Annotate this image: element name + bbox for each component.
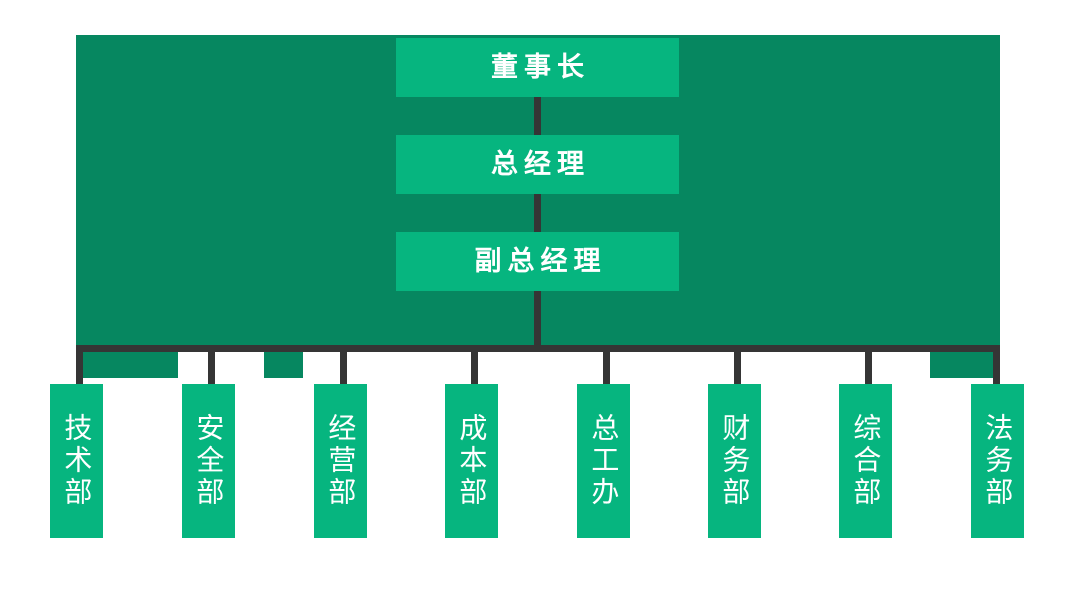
node-deputy-general-manager-label: 副总经理: [474, 246, 607, 277]
backdrop-tab-1: [80, 351, 178, 378]
node-department-4[interactable]: 成本部: [445, 384, 498, 538]
connector-department-3: [340, 345, 347, 384]
node-department-6-label: 财务部: [718, 413, 752, 509]
backdrop-tab-3: [930, 351, 1000, 378]
node-department-7[interactable]: 综合部: [839, 384, 892, 538]
node-department-3[interactable]: 经营部: [314, 384, 367, 538]
node-department-8-label: 法务部: [981, 413, 1015, 509]
connector-horizontal-bar: [76, 345, 1000, 352]
node-department-7-label: 综合部: [849, 413, 883, 509]
node-department-4-label: 成本部: [455, 413, 489, 509]
connector-chairman-to-gm: [534, 97, 541, 135]
node-department-1-label: 技术部: [60, 413, 94, 509]
node-department-6[interactable]: 财务部: [708, 384, 761, 538]
connector-department-7: [865, 345, 872, 384]
node-chairman-label: 董事长: [491, 52, 590, 83]
node-general-manager-label: 总经理: [491, 149, 590, 180]
connector-deputy-to-bar: [534, 291, 541, 345]
connector-department-1: [76, 345, 83, 384]
node-department-1[interactable]: 技术部: [50, 384, 103, 538]
connector-department-5: [603, 345, 610, 384]
node-department-2-label: 安全部: [192, 413, 226, 509]
node-department-8[interactable]: 法务部: [971, 384, 1024, 538]
node-department-2[interactable]: 安全部: [182, 384, 235, 538]
connector-department-2: [208, 345, 215, 384]
connector-department-4: [471, 345, 478, 384]
connector-department-6: [734, 345, 741, 384]
node-chairman[interactable]: 董事长: [396, 38, 679, 97]
node-general-manager[interactable]: 总经理: [396, 135, 679, 194]
node-department-5-label: 总工办: [587, 413, 621, 509]
node-department-3-label: 经营部: [324, 413, 358, 509]
node-department-5[interactable]: 总工办: [577, 384, 630, 538]
node-deputy-general-manager[interactable]: 副总经理: [396, 232, 679, 291]
backdrop-tab-2: [264, 351, 303, 378]
connector-gm-to-deputy: [534, 194, 541, 232]
connector-department-8: [993, 345, 1000, 384]
